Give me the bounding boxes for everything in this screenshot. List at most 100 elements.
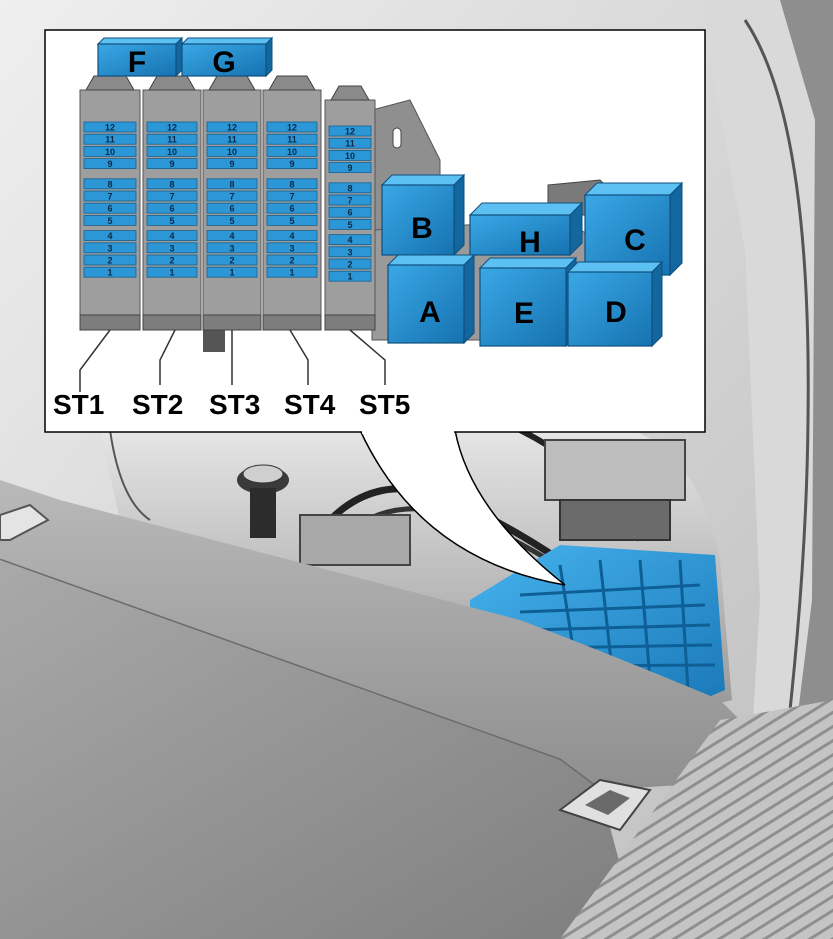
fuse-number-2-4: 4 xyxy=(169,231,174,241)
relay-top-d xyxy=(568,262,662,272)
fuse-number-2-5: 5 xyxy=(169,216,174,226)
mount-tab xyxy=(203,330,225,352)
relay-b: B xyxy=(382,175,464,255)
relay-top-a xyxy=(388,255,474,265)
fuse-number-2-8: 8 xyxy=(169,179,174,189)
fuse-number-4-5: 5 xyxy=(289,216,294,226)
relay-top-h xyxy=(470,203,582,215)
fuse-number-2-2: 2 xyxy=(169,256,174,266)
fuse-number-5-3: 3 xyxy=(347,247,352,257)
relay-a: A xyxy=(388,255,474,343)
fuse-number-4-9: 9 xyxy=(289,159,294,169)
relay-f: F xyxy=(98,38,182,79)
fuse-number-1-4: 4 xyxy=(107,231,112,241)
fuse-number-3-3: 3 xyxy=(229,243,234,253)
fuse-strip-3: 121110987654321 xyxy=(203,76,261,330)
fuse-number-4-7: 7 xyxy=(289,192,294,202)
fuse-number-4-2: 2 xyxy=(289,256,294,266)
fuse-number-2-7: 7 xyxy=(169,192,174,202)
fuse-number-1-2: 2 xyxy=(107,256,112,266)
fuse-number-1-11: 11 xyxy=(105,135,115,145)
relay-side-g xyxy=(266,38,272,76)
fuse-number-4-3: 3 xyxy=(289,243,294,253)
strip-base-4 xyxy=(263,315,321,330)
strip-clip-4 xyxy=(269,76,315,90)
fuse-number-2-6: 6 xyxy=(169,204,174,214)
strip-base-5 xyxy=(325,315,375,330)
fuse-number-1-8: 8 xyxy=(107,179,112,189)
fuse-number-5-7: 7 xyxy=(347,196,352,206)
strip-base-1 xyxy=(80,315,140,330)
fuse-number-3-6: 6 xyxy=(229,204,234,214)
relay-c: C xyxy=(585,183,682,275)
relay-side-a xyxy=(464,255,474,343)
label-st5: ST5 xyxy=(359,389,410,420)
fuse-number-2-12: 12 xyxy=(167,123,177,133)
strip-base-2 xyxy=(143,315,201,330)
fuse-number-3-11: 11 xyxy=(227,135,237,145)
fuse-number-1-5: 5 xyxy=(107,216,112,226)
fuse-number-5-5: 5 xyxy=(347,220,352,230)
relay-label-f: F xyxy=(128,46,146,79)
fuse-number-3-2: 2 xyxy=(229,256,234,266)
label-st2: ST2 xyxy=(132,389,183,420)
relay-label-b: B xyxy=(411,212,433,245)
label-st1: ST1 xyxy=(53,389,104,420)
fuse-number-1-9: 9 xyxy=(107,159,112,169)
fuse-number-4-10: 10 xyxy=(287,147,297,157)
relay-label-g: G xyxy=(212,46,235,79)
fuse-number-5-10: 10 xyxy=(345,151,355,161)
fuse-number-3-7: 7 xyxy=(229,192,234,202)
relay-side-d xyxy=(652,262,662,346)
fuse-strip-4: 121110987654321 xyxy=(263,76,321,330)
fuse-number-5-9: 9 xyxy=(347,163,352,173)
fuse-number-1-7: 7 xyxy=(107,192,112,202)
relay-top-e xyxy=(480,258,576,268)
strip-clip-2 xyxy=(149,76,195,90)
fuse-number-3-4: 4 xyxy=(229,231,234,241)
fuse-number-2-3: 3 xyxy=(169,243,174,253)
relay-g: G xyxy=(182,38,272,79)
fuse-strip-1: 12 11 10 9 8 7 6 5 4 3 2 1 xyxy=(80,76,140,330)
relay-label-e: E xyxy=(514,297,534,330)
relay-top-b xyxy=(382,175,464,185)
fuse-number-1-3: 3 xyxy=(107,243,112,253)
relay-e: E xyxy=(480,258,576,346)
relay-side-b xyxy=(454,175,464,255)
relay-side-f xyxy=(176,38,182,76)
relay-d: D xyxy=(568,262,662,346)
fuse-number-1-10: 10 xyxy=(105,147,115,157)
fuse-number-1-6: 6 xyxy=(107,204,112,214)
relay-label-c: C xyxy=(624,224,646,257)
fuse-number-2-1: 1 xyxy=(169,268,174,278)
fuse-number-5-12: 12 xyxy=(345,127,355,137)
fuse-number-5-8: 8 xyxy=(347,183,352,193)
fuse-number-4-12: 12 xyxy=(287,123,297,133)
fuse-number-1-12: 12 xyxy=(105,123,115,133)
fuse-number-5-6: 6 xyxy=(347,208,352,218)
fuse-number-4-1: 1 xyxy=(289,268,294,278)
fuse-number-4-8: 8 xyxy=(289,179,294,189)
fuse-number-3-12: 12 xyxy=(227,123,237,133)
fuse-number-3-9: 9 xyxy=(229,159,234,169)
strip-clip-1 xyxy=(86,76,134,90)
relay-side-c xyxy=(670,183,682,275)
fuse-number-2-11: 11 xyxy=(167,135,177,145)
fuse-number-5-2: 2 xyxy=(347,260,352,270)
bracket-slot xyxy=(393,128,401,148)
fuse-number-5-4: 4 xyxy=(347,235,352,245)
fuse-number-4-6: 6 xyxy=(289,204,294,214)
relay-label-h: H xyxy=(519,226,541,259)
fuse-number-3-8: 8 xyxy=(229,179,234,189)
relay-top-g xyxy=(182,38,272,44)
fuse-number-2-10: 10 xyxy=(167,147,177,157)
fuse-number-5-1: 1 xyxy=(347,272,352,282)
callout-pointer-join xyxy=(362,428,454,434)
fuse-number-2-9: 9 xyxy=(169,159,174,169)
relay-h: H xyxy=(470,203,582,259)
relay-top-f xyxy=(98,38,182,44)
fuse-number-4-4: 4 xyxy=(289,231,294,241)
fuse-number-1-1: 1 xyxy=(107,268,112,278)
